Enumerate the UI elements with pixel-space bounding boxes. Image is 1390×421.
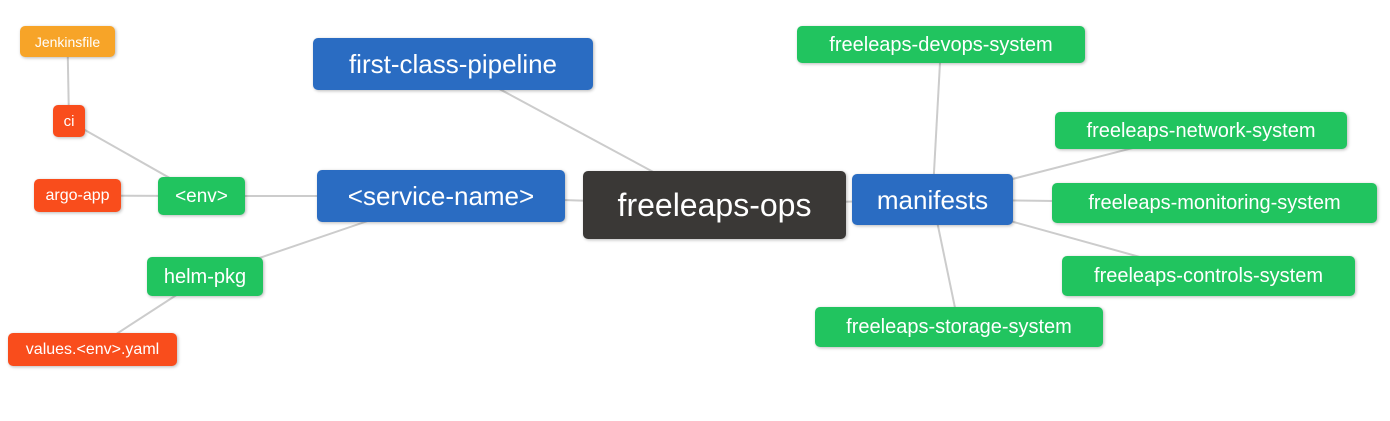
edge-manifests-freeleaps-devops-system	[931, 44, 942, 200]
node-freeleaps-monitoring-system[interactable]: freeleaps-monitoring-system	[1052, 183, 1377, 223]
node-ci[interactable]: ci	[53, 105, 85, 137]
node-first-class-pipeline[interactable]: first-class-pipeline	[313, 38, 593, 90]
node-freeleaps-network-system[interactable]: freeleaps-network-system	[1055, 112, 1347, 149]
node-helm-pkg[interactable]: helm-pkg	[147, 257, 263, 296]
node-freeleaps-ops[interactable]: freeleaps-ops	[583, 171, 846, 239]
node-service-name[interactable]: <service-name>	[317, 170, 565, 222]
node-freeleaps-controls-system[interactable]: freeleaps-controls-system	[1062, 256, 1355, 296]
node-freeleaps-devops-system[interactable]: freeleaps-devops-system	[797, 26, 1085, 63]
node-jenkinsfile[interactable]: Jenkinsfile	[20, 26, 115, 57]
node-argo-app[interactable]: argo-app	[34, 179, 121, 212]
node-manifests[interactable]: manifests	[852, 174, 1013, 225]
node-values-env-yaml[interactable]: values.<env>.yaml	[8, 333, 177, 366]
node-freeleaps-storage-system[interactable]: freeleaps-storage-system	[815, 307, 1103, 347]
node-env[interactable]: <env>	[158, 177, 245, 215]
